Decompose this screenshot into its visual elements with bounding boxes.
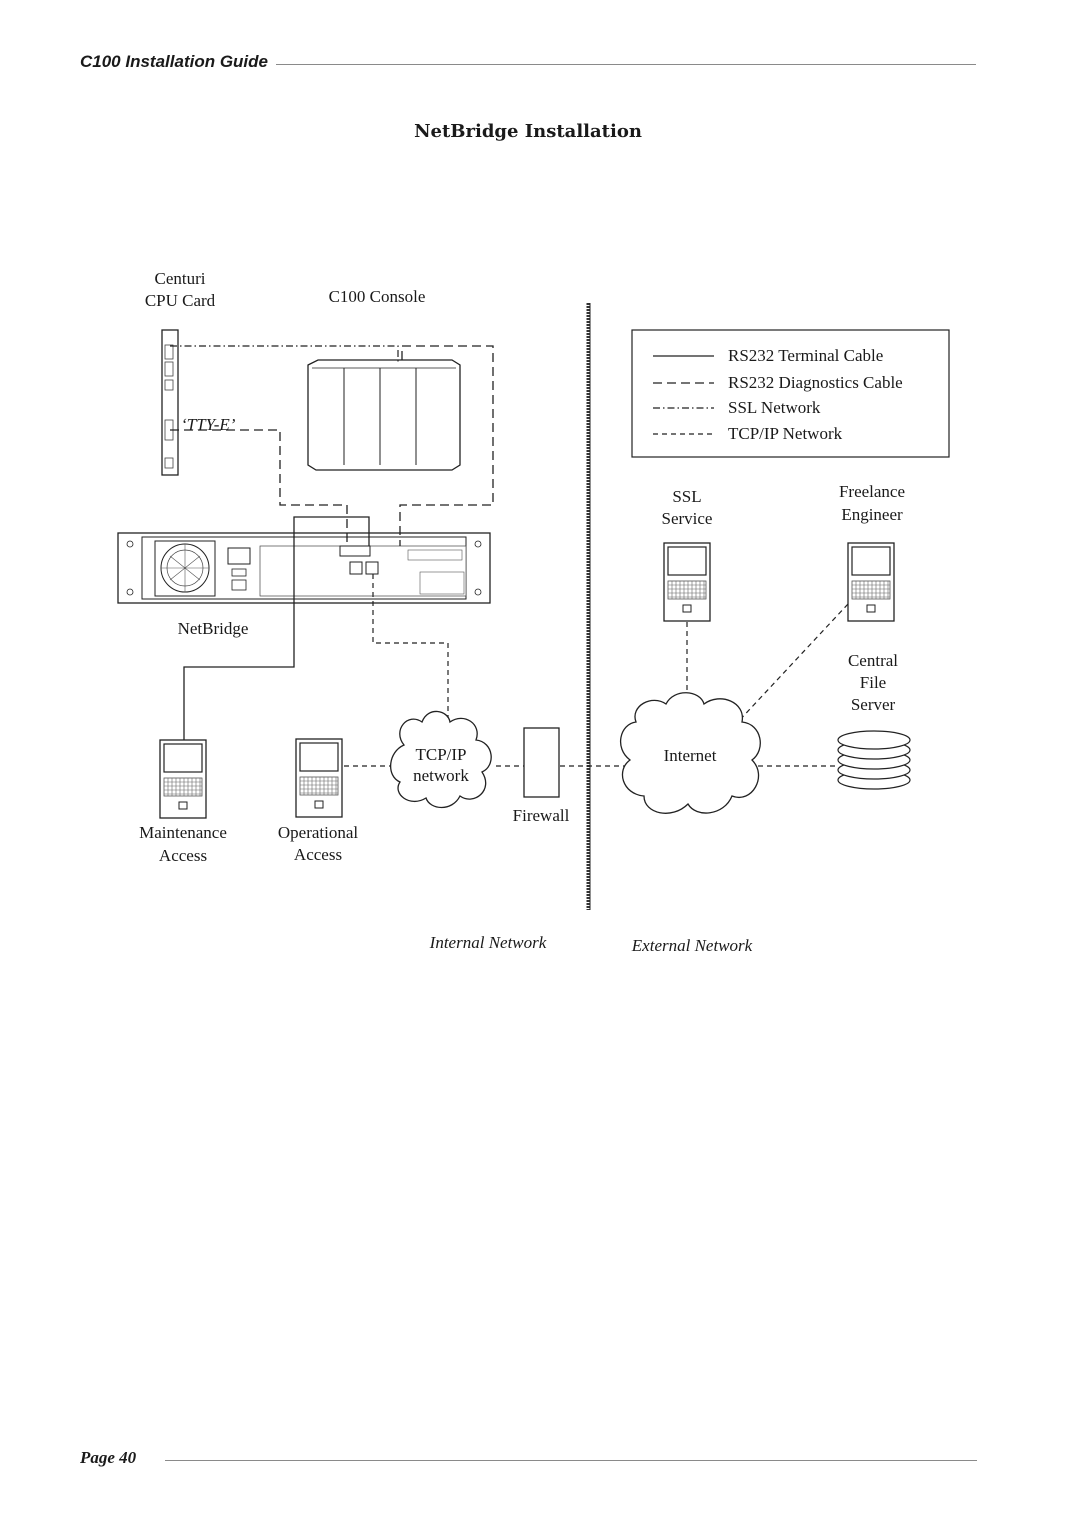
internal-network-label: Internal Network <box>429 933 547 952</box>
operational-label-2: Access <box>294 845 342 864</box>
legend-terminal-label: RS232 Terminal Cable <box>728 346 883 365</box>
console <box>307 359 461 471</box>
page-number: Page 40 <box>80 1448 137 1467</box>
tcpip-cloud-label-1: TCP/IP <box>415 745 466 764</box>
freelance-label-2: Engineer <box>841 505 903 524</box>
legend-tcpip-label: TCP/IP Network <box>728 424 843 443</box>
ssl-service-laptop-icon <box>663 542 711 622</box>
operational-laptop-icon <box>295 738 343 818</box>
tty-label: ‘TTY-E’ <box>181 415 236 434</box>
cpu-card-label-1: Centuri <box>155 269 206 288</box>
firewall-label: Firewall <box>513 806 570 825</box>
file-server-label-2: File <box>860 673 886 692</box>
freelance-label-1: Freelance <box>839 482 905 501</box>
header-rule <box>276 64 976 65</box>
diagnostics-link-cpu-netbridge <box>170 429 348 546</box>
ssl-link-cpu-console <box>170 345 399 362</box>
tcpip-cloud-label-2: network <box>413 766 469 785</box>
internet-label: Internet <box>664 746 717 765</box>
tcpip-link-freelance-internet <box>735 603 849 725</box>
network-divider <box>586 303 591 910</box>
section-title: NetBridge Installation <box>414 121 642 142</box>
external-network-label: External Network <box>631 936 753 955</box>
operational-label-1: Operational <box>278 823 359 842</box>
ssl-service-label-2: Service <box>662 509 713 528</box>
maintenance-label-2: Access <box>159 846 207 865</box>
header-title: C100 Installation Guide <box>80 52 268 71</box>
legend-ssl-label: SSL Network <box>728 398 821 417</box>
file-server-icon <box>837 730 911 790</box>
internet-cloud-icon <box>619 692 761 814</box>
file-server-label-3: Server <box>851 695 896 714</box>
file-server-label-1: Central <box>848 651 898 670</box>
tcpip-link-netbridge-cloud <box>372 574 449 720</box>
footer-rule <box>165 1460 977 1461</box>
legend-diagnostics-label: RS232 Diagnostics Cable <box>728 373 903 392</box>
maintenance-label-1: Maintenance <box>139 823 227 842</box>
cpu-card-label-2: CPU Card <box>145 291 216 310</box>
firewall-icon <box>523 727 560 798</box>
console-label: C100 Console <box>329 287 426 306</box>
tcpip-cloud-icon <box>390 710 492 809</box>
legend: RS232 Terminal Cable RS232 Diagnostics C… <box>631 329 950 458</box>
ssl-service-label-1: SSL <box>672 487 701 506</box>
terminal-link-netbridge-maintenance <box>183 516 370 740</box>
freelance-laptop-icon <box>847 542 895 622</box>
netbridge-unit <box>117 532 491 604</box>
diagnostics-link-console-netbridge <box>399 345 494 546</box>
netbridge-label: NetBridge <box>178 619 249 638</box>
cpu-card <box>161 329 179 476</box>
maintenance-laptop-icon <box>159 739 207 819</box>
